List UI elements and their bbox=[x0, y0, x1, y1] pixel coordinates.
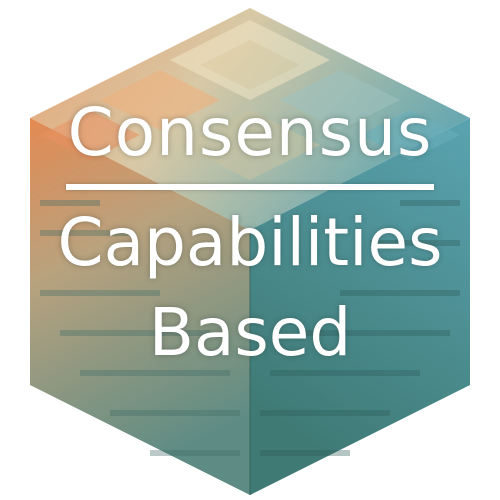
left-face-blocks bbox=[40, 200, 240, 456]
title-text-block: Consensus bbox=[0, 100, 500, 182]
title-line-based: Based bbox=[148, 294, 352, 371]
title-underline bbox=[66, 184, 434, 190]
cube-right-face bbox=[250, 118, 470, 495]
title-line-capabilities: Capabilities bbox=[57, 204, 443, 281]
top-face-blocks bbox=[40, 20, 460, 180]
cube-left-face bbox=[30, 118, 250, 495]
right-face-blocks bbox=[260, 200, 460, 456]
title-line-consensus: Consensus bbox=[67, 94, 433, 171]
